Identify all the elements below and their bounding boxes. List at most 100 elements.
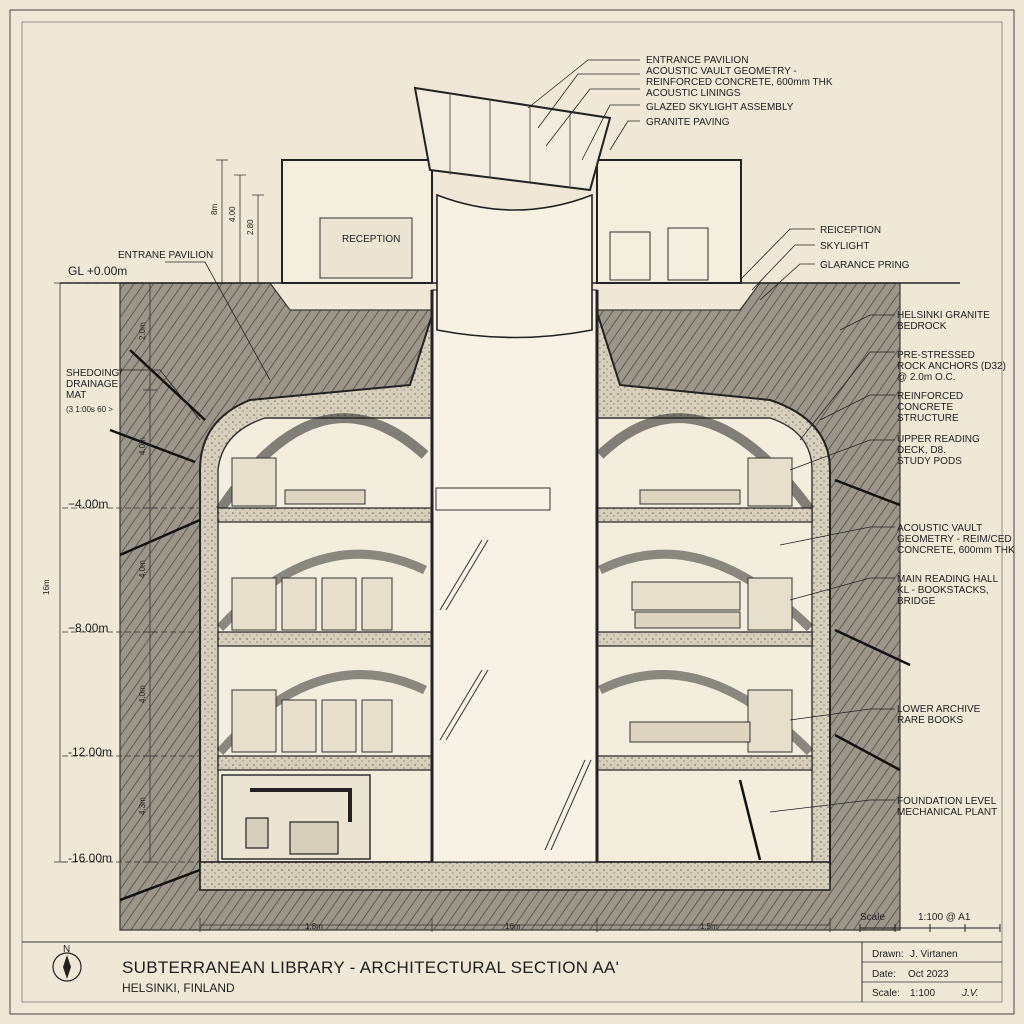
dim-left-tick: 4.0m [138, 560, 147, 578]
label-deck: DECK, D8. [897, 445, 946, 456]
dim-pavilion: 2.80 [246, 219, 255, 235]
bookshelf [747, 577, 793, 631]
dim-bottom: 16m [505, 922, 521, 931]
north-arrow [52, 952, 82, 982]
skylight-glazed-roof [413, 86, 612, 192]
pavilion-door [609, 231, 651, 281]
label-rare-books: RARE BOOKS [897, 715, 963, 726]
vertical-dimension-line [54, 282, 157, 863]
rock-anchor [738, 779, 762, 861]
label-main-reading-hall: MAIN READING HALL [897, 574, 999, 585]
dimension-texts: 16m 2.0m 4.0m 4.0m 4.0m 4.3m 8m 4.00 2.8… [42, 204, 718, 931]
label-reinforced: REINFORCED [897, 391, 963, 402]
label-bridge: BRIDGE [897, 596, 936, 607]
bottom-dimension-line [199, 918, 831, 932]
label-concrete: CONCRETE [897, 402, 953, 413]
bookshelf [361, 577, 393, 631]
bookshelf [231, 689, 277, 753]
outer-border [9, 9, 1015, 1015]
label-pre-stressed: PRE-STRESSED [897, 350, 975, 361]
drawn-value: J. Virtanen [910, 949, 958, 960]
label-reception-right: REICEPTION [820, 225, 881, 236]
bookshelf [281, 699, 317, 753]
rock-anchor [834, 733, 901, 772]
scale-label: Scale [860, 912, 885, 923]
scale-label-tb: Scale: [872, 988, 900, 999]
foundation-slab [199, 861, 831, 891]
inner-border [21, 21, 1003, 1003]
label-bookstacks: KL - BOOKSTACKS, [897, 585, 989, 596]
label-vault-concrete: CONCRETE, 600mm THK [897, 545, 1015, 556]
level-minus-12: -12.00m [68, 745, 112, 759]
level-minus-16: -16.00m [68, 851, 112, 865]
label-entrance-pavilion-left: ENTRANE PAVILION [118, 250, 213, 261]
label-reinforced-concrete-thickness: REINFORCED CONCRETE, 600mm THK [646, 77, 833, 88]
dim-left-tick: 4.3m [138, 797, 147, 815]
bookshelf [631, 581, 741, 611]
reading-table [634, 611, 741, 629]
label-structure: STRUCTURE [897, 413, 959, 424]
reading-table [284, 489, 366, 505]
skylight-mullions [449, 95, 571, 186]
label-acoustic-vault-geometry: ACOUSTIC VAULT GEOMETRY - [646, 66, 797, 77]
mechanical-unit [245, 817, 269, 849]
dim-pavilion: 8m [210, 204, 219, 215]
stair-flight-lower [544, 759, 592, 851]
label-upper-reading: UPPER READING [897, 434, 980, 445]
light-well-drum [436, 193, 593, 339]
dim-bottom: 1.5m [700, 922, 718, 931]
bookshelf [281, 577, 317, 631]
label-acoustic-linings: ACOUSTIC LININGS [646, 88, 741, 99]
label-anchor-spacing: @ 2.0m O.C. [897, 372, 956, 383]
signature: J.V. [961, 988, 978, 999]
reception-desk [319, 217, 413, 279]
bookshelf [231, 577, 277, 631]
labels-left: ENTRANE PAVILION SHEDOING/ DRAINAGE MAT … [66, 234, 400, 414]
title-block: N SUBTERRANEAN LIBRARY - ARCHITECTURAL S… [22, 941, 1002, 1002]
label-reception: RECEPTION [342, 234, 400, 245]
label-mat-spec: (3 1:00s 60 > [66, 405, 113, 414]
drawing-title: SUBTERRANEAN LIBRARY - ARCHITECTURAL SEC… [122, 958, 619, 977]
dim-left-tick: 4.0m [138, 437, 147, 455]
level-minus-8: −8.00m [68, 621, 108, 635]
leader-lines [118, 59, 895, 813]
bookshelf [321, 577, 357, 631]
label-lower-archive: LOWER ARCHIVE [897, 704, 981, 715]
north-arrow-needle [63, 955, 71, 979]
drawn-label: Drawn: [872, 949, 904, 960]
pavilion-dimension-lines [216, 159, 264, 283]
label-study-pods: STUDY PODS [897, 456, 962, 467]
reading-table [639, 489, 741, 505]
label-acoustic-vault: ACOUSTIC VAULT [897, 523, 982, 534]
date-label: Date: [872, 969, 896, 980]
label-clearance-spring: GLARANCE PRING [820, 260, 910, 271]
rock-anchor [109, 428, 196, 464]
bookshelf [747, 689, 793, 753]
scale-box: Scale 1:100 @ A1 [859, 912, 1001, 932]
labels-right: REICEPTION SKYLIGHT GLARANCE PRING HELSI… [820, 225, 1015, 818]
bookshelf [361, 699, 393, 753]
mechanical-unit [289, 821, 339, 855]
rock-anchor [834, 628, 911, 667]
dim-bottom: 1.8m [305, 922, 323, 931]
level-markers: GL +0.00m −4.00m −8.00m -12.00m -16.00m [68, 264, 127, 865]
label-vault-geometry: GEOMETRY - REIM/CED [897, 534, 1012, 545]
scale-bar [859, 924, 1001, 932]
dim-pavilion: 4.00 [228, 206, 237, 222]
label-drainage: DRAINAGE [66, 379, 119, 390]
label-entrance-pavilion: ENTRANCE PAVILION [646, 55, 748, 66]
north-label: N [63, 944, 70, 955]
label-sheeting: SHEDOING/ [66, 368, 122, 379]
dim-left-tick: 4.0m [138, 685, 147, 703]
label-mechanical-plant: MECHANICAL PLANT [897, 807, 997, 818]
label-skylight: SKYLIGHT [820, 241, 869, 252]
label-mat: MAT [66, 390, 86, 401]
dim-left-tick: 2.0m [138, 322, 147, 340]
reading-table [629, 721, 751, 743]
bookshelf [321, 699, 357, 753]
date-value: Oct 2023 [908, 969, 949, 980]
level-minus-4: −4.00m [68, 497, 108, 511]
rock-anchor [834, 478, 901, 507]
labels-top-right: ENTRANCE PAVILION ACOUSTIC VAULT GEOMETR… [646, 55, 833, 128]
ductwork [250, 788, 352, 822]
